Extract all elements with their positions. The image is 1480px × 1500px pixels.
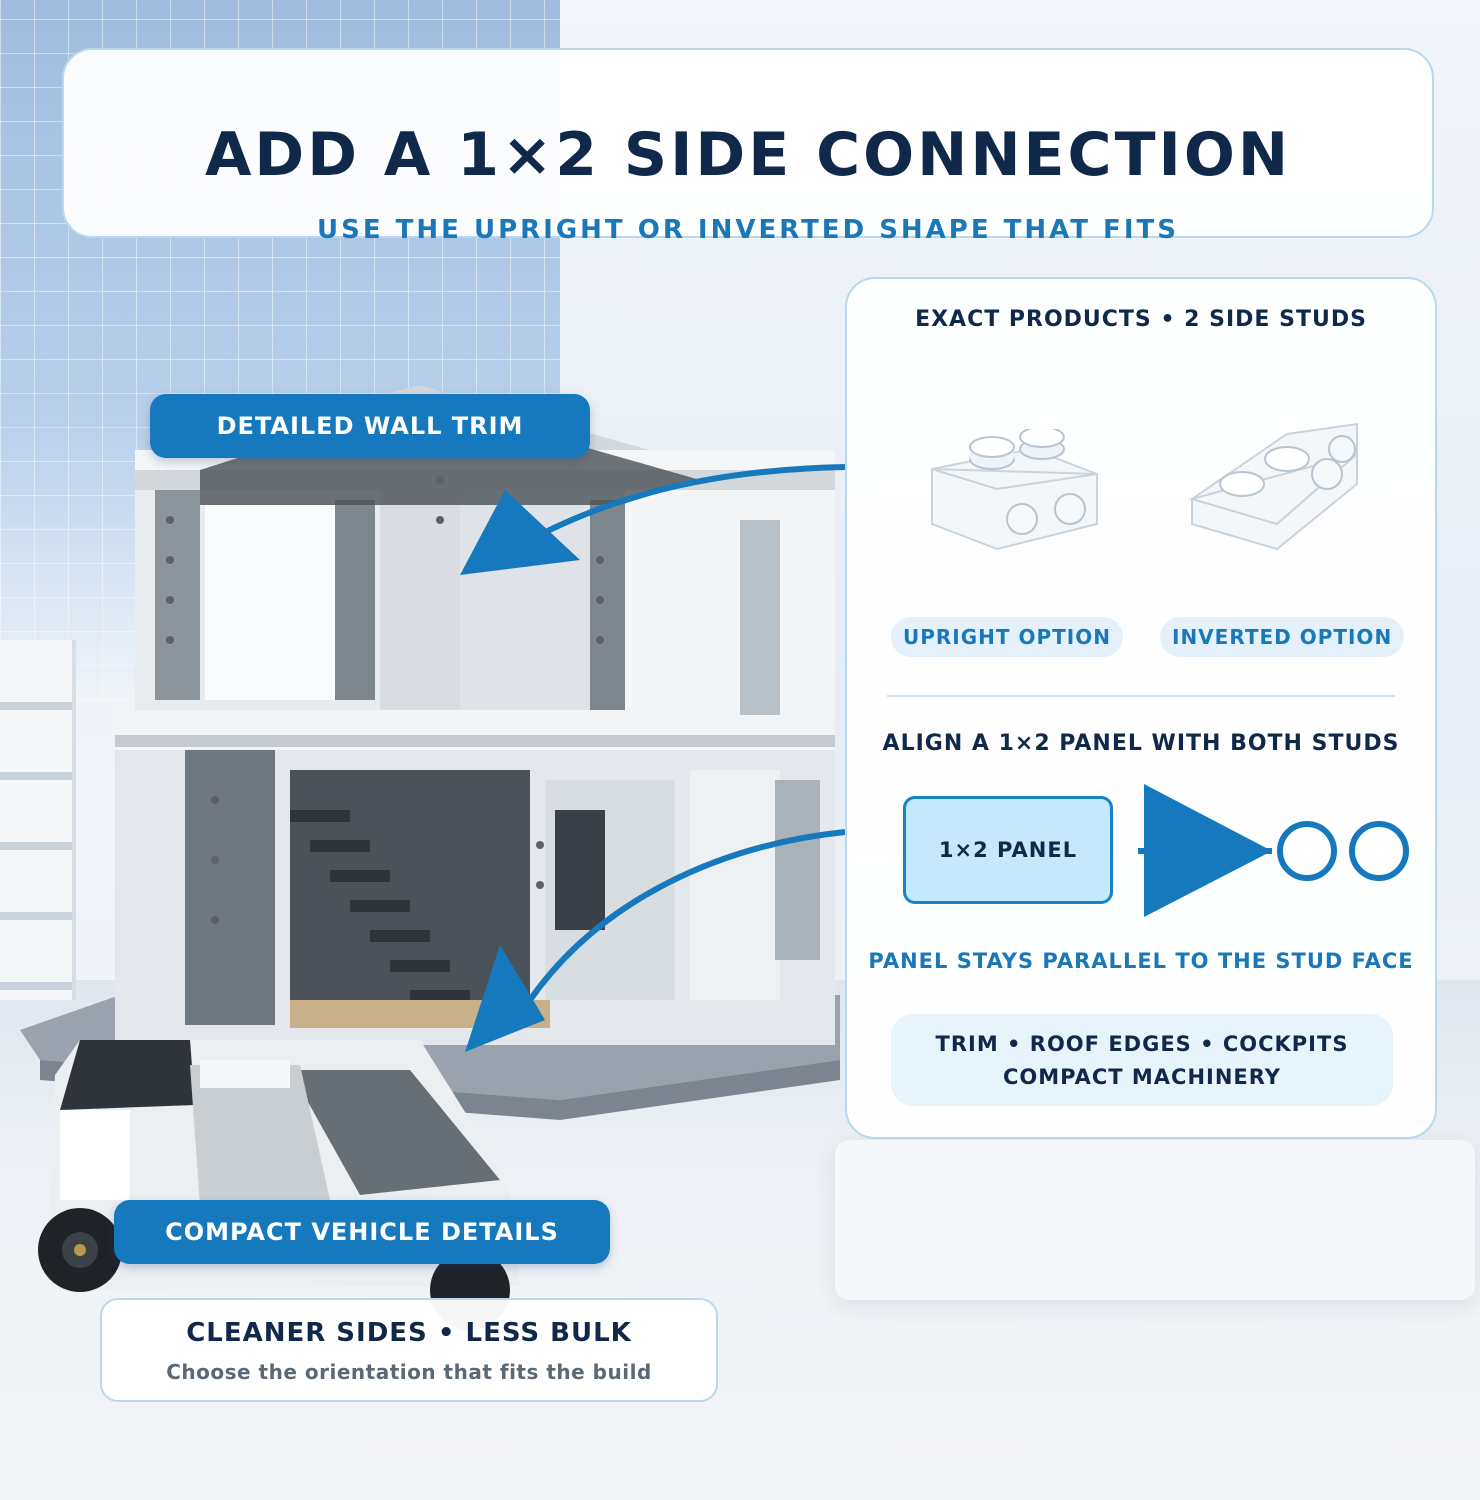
inverted-option-label: INVERTED OPTION — [1160, 617, 1405, 657]
title-card: ADD A 1×2 SIDE CONNECTION USE THE UPRIGH… — [62, 48, 1434, 245]
product-info-panel: EXACT PRODUCTS • 2 SIDE STUDS UPRIGHT OP… — [845, 277, 1437, 1139]
upright-option-label: UPRIGHT OPTION — [891, 617, 1123, 657]
uses-box: TRIM • ROOF EDGES • COCKPITS COMPACT MAC… — [891, 1014, 1393, 1106]
page-subtitle: USE THE UPRIGHT OR INVERTED SHAPE THAT F… — [317, 215, 1179, 245]
products-heading: EXACT PRODUCTS • 2 SIDE STUDS — [915, 307, 1367, 332]
caption-card: CLEANER SIDES • LESS BULK Choose the ori… — [100, 1298, 718, 1402]
parallel-note: PANEL STAYS PARALLEL TO THE STUD FACE — [868, 949, 1414, 973]
inverted-bracket-image — [1188, 422, 1358, 551]
stud-circle-icon — [1277, 821, 1337, 881]
align-heading: ALIGN A 1×2 PANEL WITH BOTH STUDS — [882, 731, 1400, 756]
wall-trim-callout: DETAILED WALL TRIM — [150, 394, 590, 458]
vehicle-callout: COMPACT VEHICLE DETAILS — [114, 1200, 610, 1264]
stud-circle-icon — [1349, 821, 1409, 881]
storage-shelf — [0, 640, 76, 1000]
upright-bracket-image — [931, 429, 1098, 551]
alignment-arrow-icon — [1144, 784, 1272, 917]
panel-to-studs-diagram — [1138, 784, 1409, 917]
caption-sub: Choose the orientation that fits the bui… — [166, 1360, 652, 1384]
uses-line-2: COMPACT MACHINERY — [1002, 1065, 1282, 1089]
divider — [887, 695, 1395, 697]
caption-main: CLEANER SIDES • LESS BULK — [186, 1318, 632, 1348]
panel-diagram-box: 1×2 PANEL — [903, 796, 1113, 904]
uses-line-1: TRIM • ROOF EDGES • COCKPITS — [935, 1032, 1349, 1056]
page-title: ADD A 1×2 SIDE CONNECTION — [204, 120, 1292, 190]
brick-tray — [835, 1140, 1475, 1300]
